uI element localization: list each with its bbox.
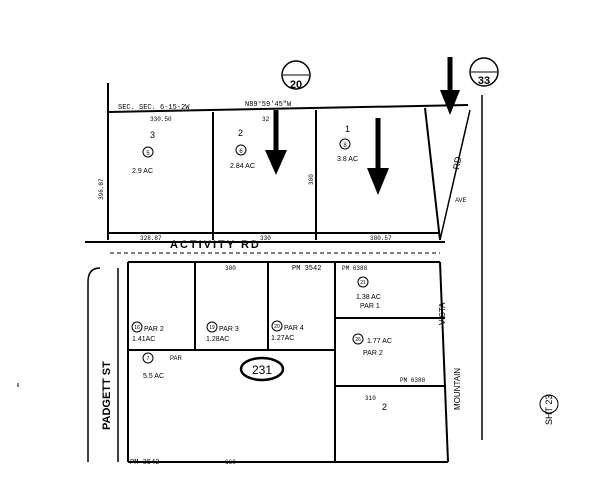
lower-block: [127, 261, 449, 463]
arrow-lot1: [367, 118, 389, 195]
upper-block: [107, 83, 441, 241]
dim-side: 396.87: [98, 178, 105, 200]
svg-text:16: 16: [134, 325, 140, 331]
upper-lot-1: 1 8 3.8 AC: [337, 124, 358, 163]
svg-text:1: 1: [345, 124, 350, 134]
dim-bottom-lot1: 380.57: [370, 235, 392, 242]
section-line-top: [107, 104, 469, 113]
upper-lot-2: 2 6 2.84 AC: [230, 128, 255, 170]
svg-text:8: 8: [343, 143, 347, 149]
page-circle-20: 20: [281, 60, 311, 91]
svg-text:PAR 2: PAR 2: [363, 350, 383, 357]
dim-bottom-lot3: 328.87: [140, 235, 162, 242]
svg-text:1.41AC: 1.41AC: [132, 336, 155, 343]
dim-top-lot3: 330.50: [150, 116, 172, 123]
svg-text:SHT 23: SHT 23: [544, 395, 554, 425]
svg-text:1.38 AC: 1.38 AC: [356, 294, 381, 301]
svg-text:21: 21: [360, 280, 366, 286]
activity-rd-label: ACTIVITY RD: [170, 239, 261, 251]
parcel-19: 19 PAR 3 1.28AC: [206, 321, 239, 343]
dim-top-lot2: 32: [262, 116, 270, 123]
svg-text:3: 3: [150, 130, 155, 140]
parcel-20: 20 PAR 4 1.27AC: [271, 320, 304, 342]
pm-bottom-label: PM 3542: [130, 459, 159, 467]
page-circle-33: 33: [469, 57, 499, 87]
svg-text:26: 26: [355, 337, 361, 343]
svg-text:5.5 AC: 5.5 AC: [143, 373, 164, 380]
svg-text:PAR 1: PAR 1: [360, 303, 380, 310]
padgett-st-label: PADGETT ST: [101, 361, 113, 430]
pm-lower-right-label: PM 6388: [400, 377, 426, 384]
svg-text:33: 33: [478, 75, 490, 87]
svg-text:231: 231: [252, 363, 272, 377]
parcel-7: 7 PAR 5.5 AC: [142, 352, 183, 380]
svg-text:20: 20: [290, 79, 302, 91]
rd-top-label: RD: [451, 155, 463, 170]
arrow-top-right: [440, 57, 460, 115]
svg-text:19: 19: [209, 325, 215, 331]
svg-text:2.9 AC: 2.9 AC: [132, 168, 153, 175]
svg-text:6: 6: [239, 149, 243, 155]
svg-text:2: 2: [238, 128, 243, 138]
svg-text:5: 5: [146, 151, 150, 157]
svg-text:PAR 3: PAR 3: [219, 326, 239, 333]
lower-lot-2: 2: [382, 402, 387, 412]
dim-bottom-mid: 330: [260, 235, 271, 242]
pm-mid-label: PM 6388: [342, 265, 368, 272]
svg-text:1.28AC: 1.28AC: [206, 336, 229, 343]
parcel-26: 26 1.77 AC PAR 2: [352, 333, 392, 357]
parcel-21: 21 1.38 AC PAR 1: [356, 276, 381, 310]
vista-label: VISTA: [438, 302, 447, 325]
padgett-st: [87, 267, 119, 462]
pm-top-label: PM 3542: [292, 265, 321, 273]
sheet-ref: SHT 23: [539, 394, 559, 425]
dim-par-mid: 300: [225, 265, 236, 272]
svg-text:PAR 2: PAR 2: [144, 326, 164, 333]
section-line-label: SEC. SEC. 6-15-2W: [118, 104, 190, 112]
upper-lot-3: 3 5 2.9 AC: [132, 130, 155, 175]
svg-text:7: 7: [147, 356, 150, 362]
svg-text:1.77 AC: 1.77 AC: [367, 338, 392, 345]
svg-text:PAR 4: PAR 4: [284, 325, 304, 332]
parcel-map-circle-231: 231: [239, 356, 285, 382]
road-line-diagonal: [439, 109, 471, 241]
arrow-lot2: [265, 110, 287, 175]
svg-text:3.8 AC: 3.8 AC: [337, 156, 358, 163]
svg-text:PAR: PAR: [170, 356, 183, 362]
dim-mid: 300: [308, 174, 315, 185]
mountain-label: MOUNTAIN: [453, 368, 462, 410]
svg-text:20: 20: [274, 324, 280, 330]
dim-par-small: 310: [365, 395, 376, 402]
activity-rd: [85, 241, 445, 254]
svg-text:2.84 AC: 2.84 AC: [230, 163, 255, 170]
svg-text:1.27AC: 1.27AC: [271, 335, 294, 342]
ave-label: AVE: [455, 198, 467, 204]
parcel-16: 16 PAR 2 1.41AC: [131, 321, 164, 343]
bearing-top-label: N89°59'45"W: [245, 100, 292, 109]
dim-bottom-sec: 660: [225, 459, 236, 466]
